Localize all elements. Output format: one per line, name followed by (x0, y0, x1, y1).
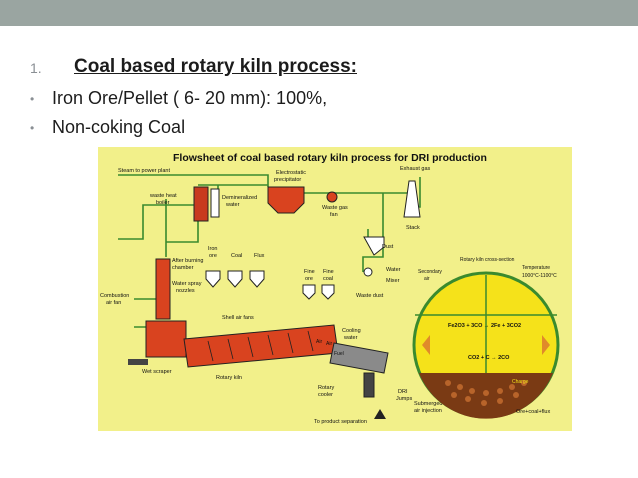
label-flux: Flux (254, 253, 265, 259)
label-dri-2: Jumps (396, 396, 412, 402)
label-temp-2: 1000°C-1100°C (522, 273, 557, 279)
label-air-2: Air (326, 341, 332, 347)
bullet-text: Iron Ore/Pellet ( 6- 20 mm): 100%, (52, 88, 328, 108)
label-submerged-2: air injection (414, 408, 442, 414)
waste-heat-boiler (193, 186, 209, 222)
label-to-product: To product separation (314, 419, 367, 425)
label-secondary-2: air (424, 276, 430, 282)
charge-particles (445, 380, 527, 406)
feed-hoppers (205, 270, 335, 300)
mixer-icon (363, 267, 373, 277)
label-wgfan-2: fan (330, 212, 338, 218)
label-spray-2: nozzles (176, 288, 195, 294)
label-demin-2: water (225, 202, 240, 208)
label-dust: Dust (382, 244, 394, 250)
label-fine-coal-2: coal (323, 276, 333, 282)
label-stack: Stack (406, 225, 420, 231)
product-pile-icon (374, 409, 386, 419)
label-mixer: Mixer (386, 278, 400, 284)
label-shell-fans: Shell air fans (222, 315, 254, 321)
label-cooling-1: Cooling (342, 328, 361, 334)
label-comb-1: Combustion (100, 293, 129, 299)
label-reaction-2: CO2 + C → 2CO (468, 355, 510, 361)
label-wgfan-1: Waste gas (322, 205, 348, 211)
left-arrow-icon (422, 335, 430, 355)
stack (403, 180, 421, 218)
label-exhaust: Exhaust gas (400, 166, 431, 172)
label-esp-1: Electrostatic (276, 170, 306, 176)
label-rotary-kiln: Rotary kiln (216, 375, 242, 381)
demineralizer-tank (210, 188, 220, 218)
heading-number: 1. (30, 60, 42, 76)
label-air-1: Air (316, 339, 322, 345)
dust-hopper (363, 236, 385, 256)
label-fine-ore-2: ore (305, 276, 313, 282)
label-dri-1: DRI (398, 389, 408, 395)
heading-text: Coal based rotary kiln process: (74, 56, 357, 77)
kiln-pattern (207, 330, 314, 362)
bullet-dot-icon: • (30, 92, 35, 106)
label-iron-ore-2: ore (209, 253, 217, 259)
wet-scraper (128, 359, 148, 365)
label-temp-1: Temperature (522, 265, 550, 271)
bullet-dot-icon: • (30, 121, 35, 135)
label-fine-ore-1: Fine (304, 269, 315, 275)
flowsheet-figure: Flowsheet of coal based rotary kiln proc… (98, 147, 572, 431)
label-fine-coal-1: Fine (323, 269, 334, 275)
label-esp-2: precipitator (274, 177, 301, 183)
label-ore-coal-flux: Ore+coal+flux (516, 409, 550, 415)
label-submerged-1: Submerged (414, 401, 442, 407)
label-rotary-cooler-1: Rotary (318, 385, 334, 391)
right-arrow-icon (542, 335, 550, 355)
bullet-text: Non-coking Coal (52, 117, 186, 137)
figure-title: Flowsheet of coal based rotary kiln proc… (173, 152, 487, 164)
after-burning-chamber (155, 258, 171, 320)
label-whb-2: boiler (156, 200, 170, 206)
waste-gas-fan-icon (326, 191, 338, 203)
rotary-cooler (329, 342, 389, 374)
slide-top-bar (0, 0, 638, 26)
label-waste-dust: Waste dust (356, 293, 384, 299)
dri-chute (363, 372, 375, 398)
label-rotary-cooler-2: cooler (318, 392, 333, 398)
label-cross-section: Rotary kiln cross-section (460, 257, 515, 263)
label-water: Water (386, 267, 401, 273)
label-wet-scraper: Wet scraper (142, 369, 172, 375)
label-abc-1: After burning (172, 258, 204, 264)
label-abc-2: chamber (172, 265, 194, 271)
slide-heading: 1. Coal based rotary kiln process: (30, 56, 590, 80)
label-reaction-1: Fe2O3 + 3CO → 2Fe + 3CO2 (448, 323, 521, 329)
label-demin-1: Demineralized (222, 195, 257, 201)
label-steam: Steam to power plant (118, 168, 170, 174)
flowsheet-diagram: Flowsheet of coal based rotary kiln proc… (98, 147, 572, 431)
electrostatic-precipitator (267, 186, 305, 214)
label-iron-ore-1: Iron (208, 246, 217, 252)
label-comb-2: air fan (106, 300, 121, 306)
label-spray-1: Water spray (172, 281, 202, 287)
label-whb-1: waste heat (149, 193, 177, 199)
label-charge: Charge (512, 379, 529, 385)
label-cooling-2: water (343, 335, 358, 341)
label-fuel: Fuel (334, 351, 344, 357)
label-secondary-1: Secondary (418, 269, 442, 275)
settling-chamber (145, 320, 187, 358)
label-coal: Coal (231, 253, 242, 259)
